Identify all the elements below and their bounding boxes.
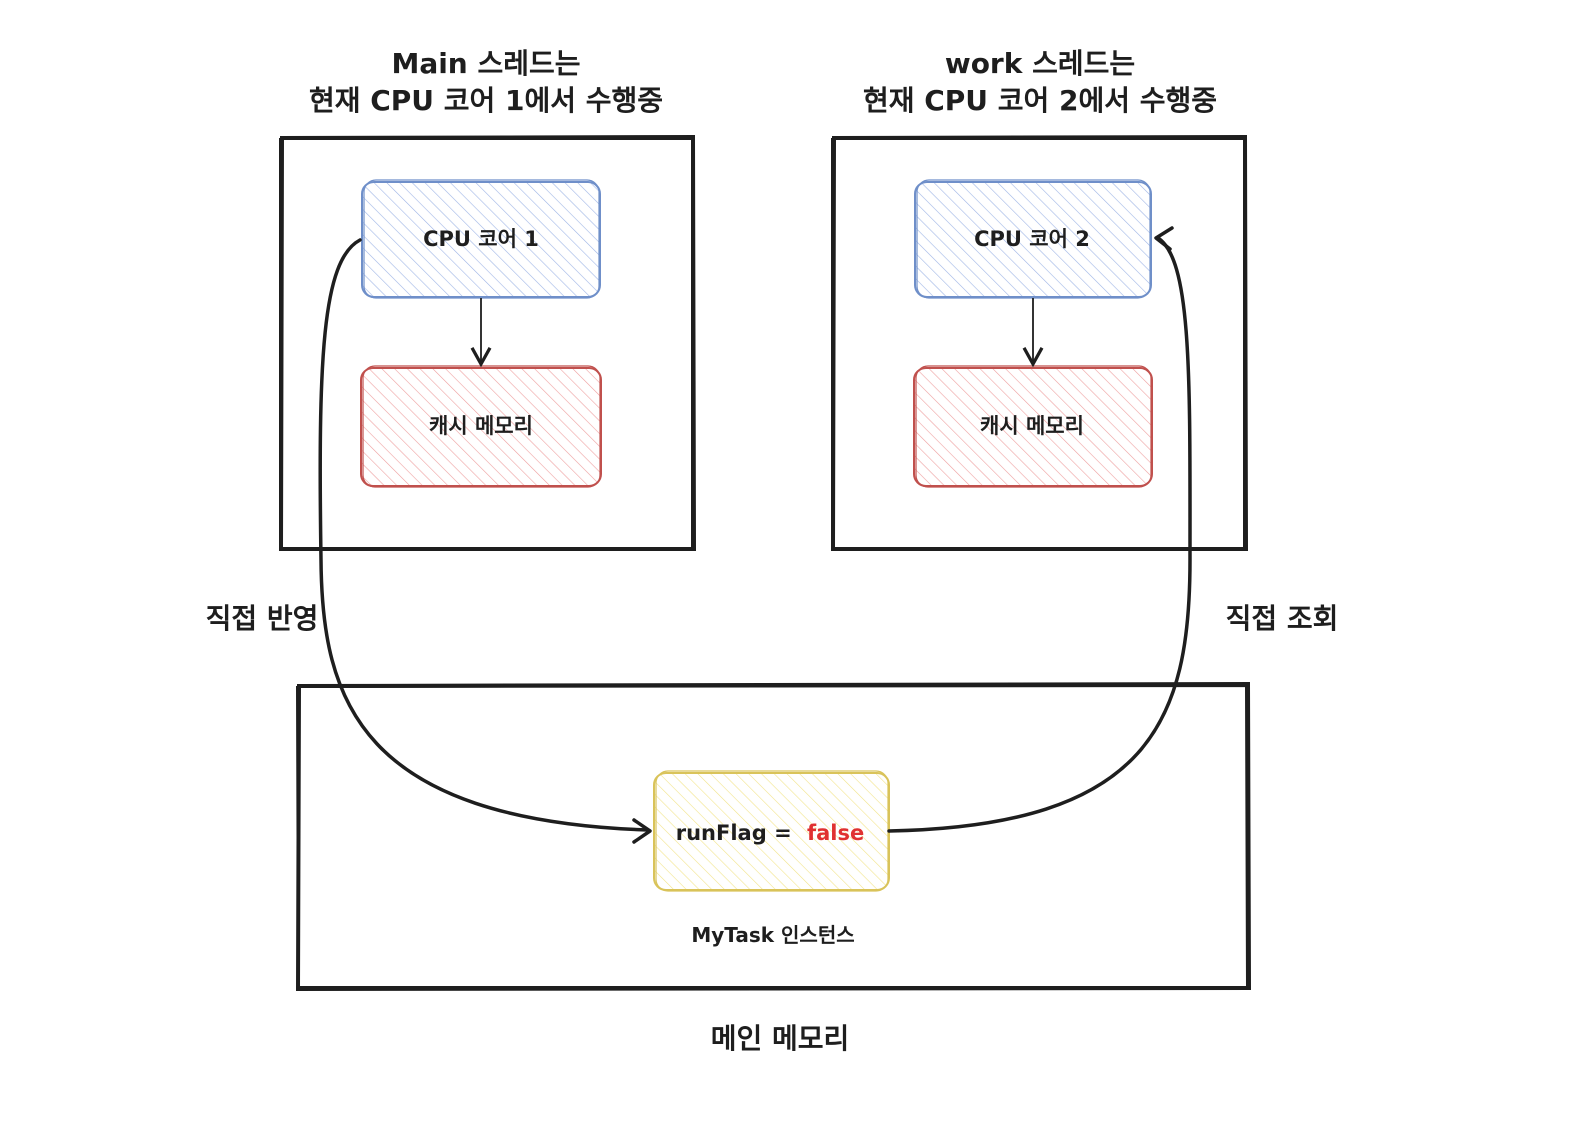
cpu-core-2-label: CPU 코어 2 [974, 227, 1090, 251]
runflag-expression: runFlag = false [676, 821, 864, 845]
main-memory-container [295, 681, 1252, 992]
work-thread-title-line1: work 스레드는 [945, 47, 1135, 80]
main-thread-title-line1: Main 스레드는 [391, 47, 580, 80]
mytask-instance-label: MyTask 인스턴스 [691, 923, 854, 947]
work-thread-title-line2: 현재 CPU 코어 2에서 수행중 [863, 84, 1217, 117]
direct-read-label: 직접 조회 [1226, 602, 1339, 635]
direct-write-edge [318, 238, 652, 844]
cpu-core-2-box: CPU 코어 2 [914, 179, 1152, 299]
main-thread-title-line2: 현재 CPU 코어 1에서 수행중 [309, 84, 663, 117]
main-memory-label: 메인 메모리 [711, 1022, 850, 1055]
cpu-core-1-box: CPU 코어 1 [361, 179, 601, 299]
runflag-variable-box: runFlag = false [653, 770, 890, 892]
cache-memory-1-label: 캐시 메모리 [429, 414, 533, 438]
cache-memory-1-box: 캐시 메모리 [360, 365, 602, 488]
cache-memory-2-box: 캐시 메모리 [913, 365, 1153, 488]
direct-write-label: 직접 반영 [206, 602, 319, 635]
main-thread-container [278, 134, 697, 551]
direct-read-edge [887, 226, 1192, 833]
cpu-core-1-label: CPU 코어 1 [423, 227, 539, 251]
cache-memory-2-label: 캐시 메모리 [980, 414, 1084, 438]
work-thread-container [830, 134, 1249, 551]
runflag-value: false [807, 821, 864, 845]
runflag-name: runFlag = [676, 821, 792, 845]
